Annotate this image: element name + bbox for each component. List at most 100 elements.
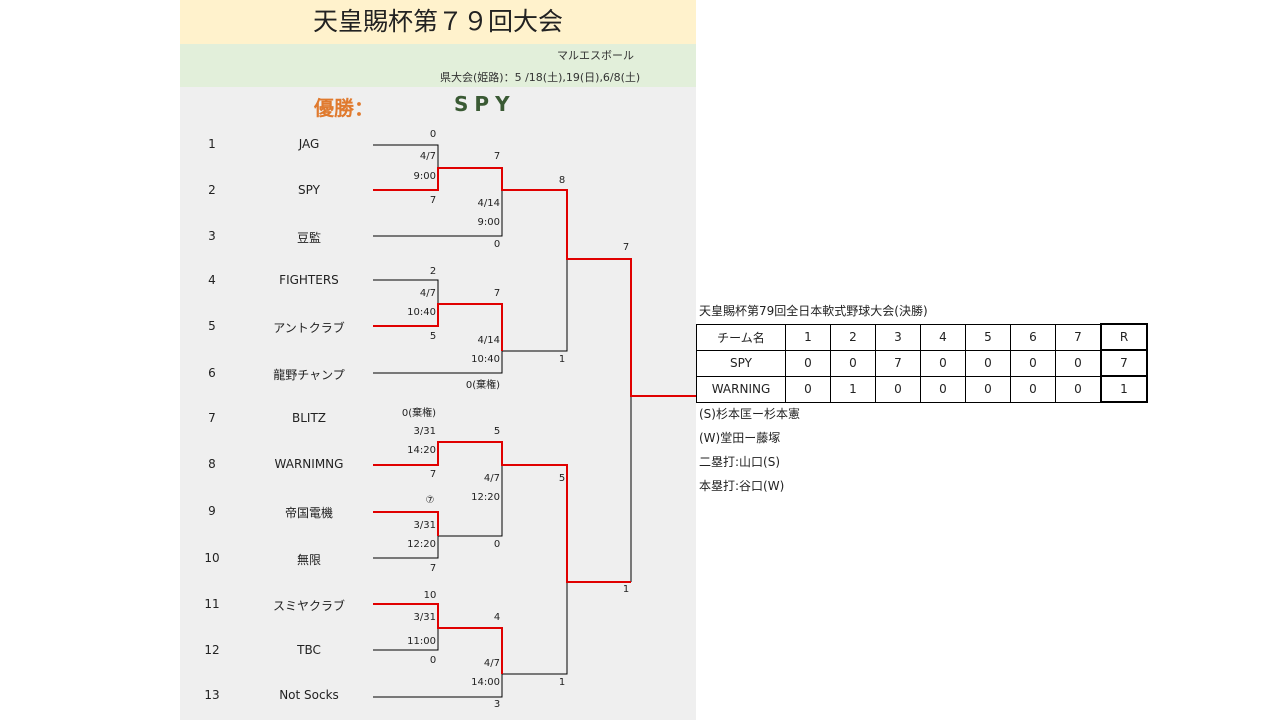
table-cell: 0 (920, 349, 966, 377)
winner-path (373, 303, 503, 351)
match-date: 4/7 (419, 288, 436, 299)
match-time: 14:00 (471, 677, 500, 688)
table-cell: SPY (696, 349, 786, 377)
match-date: 4/14 (477, 335, 500, 346)
score-label: 3 (493, 699, 501, 710)
table-cell: 0 (830, 349, 876, 377)
team-name: 無限 (296, 553, 321, 567)
winner-name: SPY (454, 92, 516, 116)
team-name: WARNIMNG (274, 457, 344, 471)
seed-number: 3 (208, 229, 216, 243)
bracket-line (373, 628, 439, 651)
bracket-line (373, 351, 503, 374)
match-date: 4/7 (483, 658, 500, 669)
final-score-table: チーム名 1 2 3 4 5 6 7 R SPY 0 0 7 0 0 0 0 7… (696, 323, 1148, 403)
bracket-line (373, 190, 503, 237)
table-cell: 0 (965, 375, 1011, 403)
schedule-text: 県大会(姫路)：5 /18(土),19(日),6/8(土) (440, 71, 641, 84)
score-label: ⑦ (425, 495, 435, 506)
table-cell: 0 (875, 375, 921, 403)
score-label: 7 (429, 469, 437, 480)
match-time: 11:00 (407, 636, 436, 647)
game-note: (S)杉本匡ー杉本憲 (699, 407, 800, 421)
seed-number: 9 (208, 504, 216, 518)
score-label: 0(棄権) (465, 380, 500, 391)
team-name: BLITZ (291, 411, 326, 425)
score-label: 1 (558, 677, 566, 688)
team-name: 龍野チャンプ (273, 368, 345, 382)
match-date: 4/7 (483, 473, 500, 484)
match-time: 10:40 (407, 307, 436, 318)
winner-label: 優勝： (314, 96, 374, 120)
match-time: 12:20 (471, 492, 500, 503)
team-name: Not Socks (279, 688, 339, 702)
match-time: 10:40 (471, 354, 500, 365)
score-label: 1 (558, 354, 566, 365)
bracket-line (373, 144, 439, 168)
score-label: 2 (429, 266, 437, 277)
table-row: WARNING 0 1 0 0 0 0 0 1 (696, 375, 1148, 403)
bracket-line (373, 279, 439, 304)
team-name: TBC (297, 643, 321, 657)
game-note: (W)堂田ー藤塚 (699, 431, 781, 445)
table-cell: 0 (1055, 375, 1102, 403)
tournament-title: 天皇賜杯第７９回大会 (180, 0, 696, 44)
table-header-cell: 3 (875, 323, 921, 351)
table-cell: 0 (785, 375, 831, 403)
table-header-cell: 5 (965, 323, 1011, 351)
score-label: 5 (493, 426, 501, 437)
winner-path (373, 167, 696, 397)
game-note: 本塁打:谷口(W) (699, 479, 785, 493)
final-result-caption: 天皇賜杯第79回全日本軟式野球大会(決勝) (699, 304, 928, 318)
score-label: 0 (493, 539, 501, 550)
winner-path (373, 511, 439, 536)
team-name: JAG (298, 137, 320, 151)
score-label: 0(棄権) (401, 408, 436, 419)
table-header-cell: 6 (1010, 323, 1056, 351)
table-cell: 0 (920, 375, 966, 403)
table-header-cell: 2 (830, 323, 876, 351)
table-cell: 1 (1100, 375, 1148, 403)
score-label: 7 (493, 151, 501, 162)
table-header-cell: 7 (1055, 323, 1102, 351)
table-cell: 0 (785, 349, 831, 377)
table-header-cell: 4 (920, 323, 966, 351)
match-time: 9:00 (477, 217, 500, 228)
seed-number: 2 (208, 183, 216, 197)
table-cell: 1 (830, 375, 876, 403)
team-name: SPY (298, 183, 320, 197)
score-label: 0 (429, 129, 437, 140)
match-date: 3/31 (413, 520, 436, 531)
table-row: SPY 0 0 7 0 0 0 0 7 (696, 349, 1148, 377)
seed-number: 10 (204, 551, 220, 565)
seed-number: 5 (208, 319, 216, 333)
bracket-line (502, 259, 568, 352)
table-cell: 7 (1100, 349, 1148, 377)
seed-number: 12 (204, 643, 220, 657)
venue-text: マルエスボール (557, 49, 634, 62)
team-name: FIGHTERS (279, 273, 339, 287)
bracket-line (373, 536, 439, 559)
match-date: 4/14 (477, 198, 500, 209)
score-label: 0 (493, 239, 501, 250)
table-cell: 0 (1010, 349, 1056, 377)
header-info-band (180, 44, 696, 87)
seed-number: 4 (208, 273, 216, 287)
score-label: 8 (558, 175, 566, 186)
score-label: 7 (429, 195, 437, 206)
table-header-row: チーム名 1 2 3 4 5 6 7 R (696, 323, 1148, 351)
match-time: 9:00 (413, 171, 436, 182)
seed-number: 6 (208, 366, 216, 380)
score-label: 1 (622, 584, 630, 595)
table-cell: 7 (875, 349, 921, 377)
team-name: 帝国電機 (284, 506, 333, 520)
team-name: アントクラブ (273, 321, 345, 335)
score-label: 5 (558, 473, 566, 484)
winner-path (373, 441, 631, 583)
bracket-line (438, 465, 503, 537)
score-label: 7 (493, 288, 501, 299)
table-cell: WARNING (696, 375, 786, 403)
team-name: 豆監 (296, 231, 321, 245)
score-label: 4 (493, 612, 501, 623)
